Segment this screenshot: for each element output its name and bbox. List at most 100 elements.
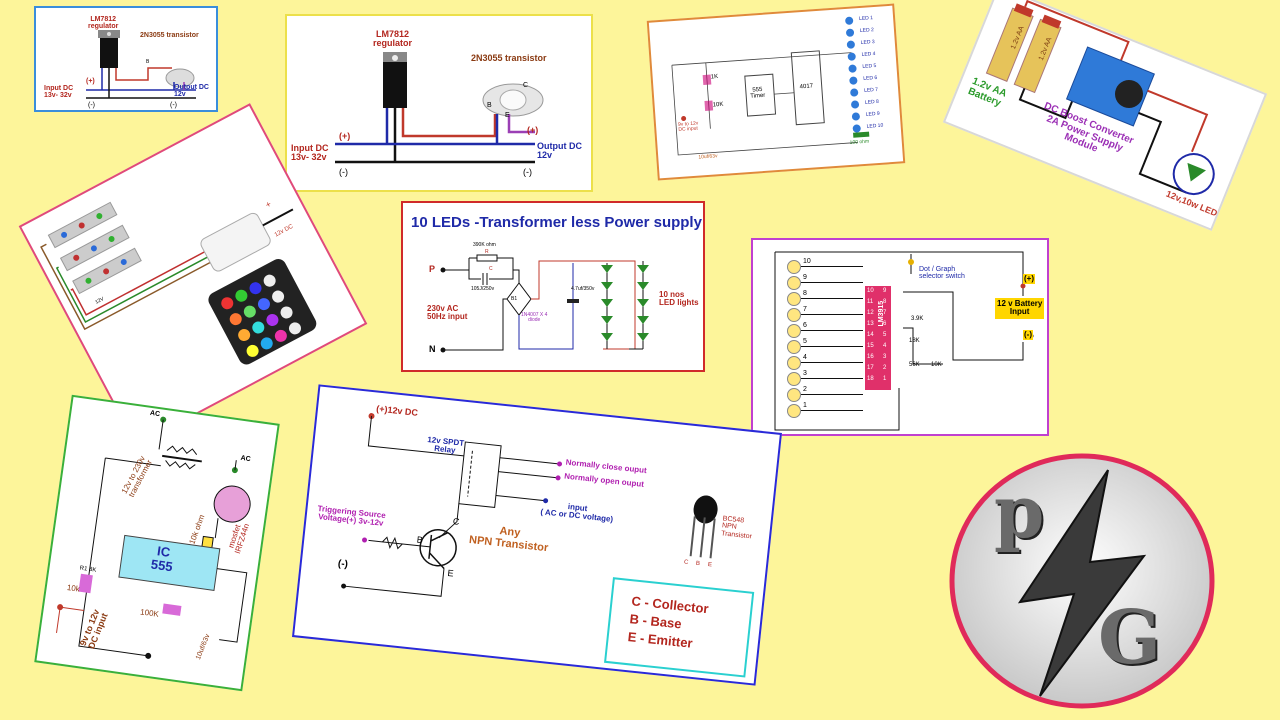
led-icon	[637, 265, 649, 273]
led-icon	[601, 282, 613, 290]
r4-label: 10K	[931, 362, 942, 368]
pin-number-label: 5	[883, 332, 887, 338]
led-wire	[801, 394, 863, 395]
transistor-label: 2N3055 transistor	[471, 53, 547, 63]
led-icon	[601, 299, 613, 307]
pin-number-label: 14	[867, 332, 874, 338]
pin-number-label: 4	[883, 343, 887, 349]
led-wire	[801, 298, 863, 299]
lightning-bolt-icon	[1017, 469, 1147, 697]
r3-label: 56K	[909, 362, 920, 368]
boost-wiring	[985, 0, 1215, 196]
led-wire	[801, 346, 863, 347]
regulator-small-wiring	[86, 30, 196, 99]
led-icon	[601, 333, 613, 341]
led-icon	[787, 276, 801, 290]
led-wire	[801, 410, 863, 411]
led-label: LED 9	[865, 110, 880, 118]
diagram-title: 10 LEDs -Transformer less Power supply	[411, 214, 702, 231]
ac-2-label: AC	[240, 454, 252, 464]
pot1-label: 10k	[66, 582, 81, 594]
led-label: LED 5	[862, 62, 877, 70]
led-icon	[787, 356, 801, 370]
capacitor-value-label: 105J/250v	[471, 286, 495, 292]
resistor-id-label: R	[485, 249, 489, 255]
emitter-pin-label: E	[447, 567, 455, 579]
plus-left-label: (+)	[339, 131, 351, 141]
led-icon	[601, 316, 613, 324]
pin-number-label: 8	[883, 299, 887, 305]
inverter-wiring	[56, 416, 251, 659]
pin-b-label: B	[487, 102, 492, 109]
led-label: LED 4	[861, 50, 876, 58]
pin-number-label: 3	[883, 354, 887, 360]
minus-left-label: (-)	[339, 167, 348, 177]
led-number-label: 9	[803, 274, 807, 281]
r1-label: 3.9K	[911, 316, 924, 322]
led-label: LED 1	[858, 15, 874, 23]
plus-label: (+)	[86, 78, 95, 85]
pin-number-label: 7	[883, 310, 887, 316]
led-number-label: 6	[803, 322, 807, 329]
plus-label: (+)	[1023, 274, 1035, 285]
capacitor-id-label: C	[489, 266, 493, 272]
pin-number-label: 13	[867, 321, 874, 327]
led-wire	[801, 330, 863, 331]
led-number-label: 4	[803, 354, 807, 361]
led-icon	[601, 265, 613, 273]
rgb-led-diagram: 12V + 12v DC	[18, 103, 368, 447]
bc-c-label: C	[683, 559, 689, 566]
minus-right-label: (-)	[523, 167, 532, 177]
led-icon	[637, 316, 649, 324]
pin-number-label: 9	[883, 288, 887, 294]
phase-label: P	[429, 264, 436, 274]
plus-right-label: (+)	[527, 125, 539, 135]
led-number-label: 1	[803, 402, 807, 409]
transistor-label: 2N3055 transistor	[140, 32, 199, 39]
led-number-label: 8	[803, 290, 807, 297]
base-pin-label: B	[416, 534, 424, 546]
r2-label: 10K	[712, 101, 724, 109]
pin-number-label: 12	[867, 310, 874, 316]
logo-letter-p: p	[994, 469, 1045, 554]
logo-letter-g: G	[1098, 595, 1162, 681]
ground-label: (-)	[337, 558, 349, 571]
led-icon	[787, 372, 801, 386]
pin-number-label: 16	[867, 354, 874, 360]
led-number-label: 7	[803, 306, 807, 313]
rgb-wiring	[40, 201, 317, 365]
pin-number-label: 17	[867, 365, 874, 371]
led-icon	[787, 404, 801, 418]
led-icon	[787, 388, 801, 402]
pin-e-label: E	[505, 112, 510, 119]
pin-number-label: 10	[867, 288, 874, 294]
pin-number-label: 1	[883, 376, 887, 382]
led-icon	[787, 340, 801, 354]
led-wire	[801, 266, 863, 267]
bc-e-label: E	[707, 562, 713, 569]
led-label: LED 6	[863, 74, 878, 82]
bridge-label: B1	[511, 296, 518, 302]
bargraph-wiring	[774, 251, 1034, 431]
brand-logo: p G	[948, 452, 1216, 710]
minus-right-label: (-)	[170, 102, 177, 109]
ac-1-label: AC	[149, 409, 161, 419]
led-icon	[637, 299, 649, 307]
led-wire	[801, 314, 863, 315]
r1-label: 1K	[710, 74, 719, 81]
led-icon	[787, 292, 801, 306]
